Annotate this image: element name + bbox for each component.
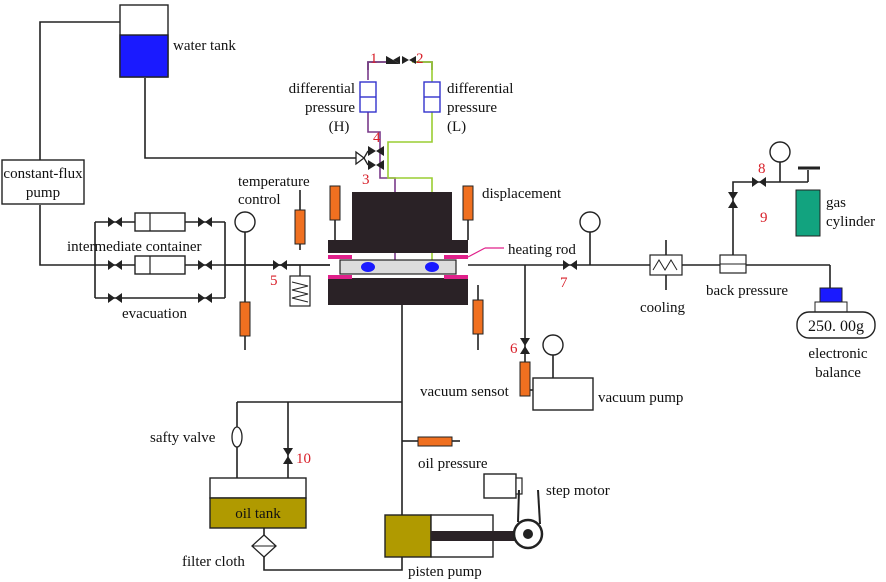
- vacuum-pump: vacuum pump: [532, 334, 683, 411]
- valve-1: 1: [370, 51, 400, 67]
- temperature-control: temperature control: [238, 174, 311, 307]
- vacuum-sensor: [519, 361, 531, 397]
- piston-pump-label: pisten pump: [408, 564, 482, 580]
- safety-valve-label: safty valve: [150, 430, 216, 446]
- intermediate-container-label: intermediate container: [67, 239, 202, 255]
- piston-pump: pisten pump: [384, 489, 544, 580]
- water-tank: water tank: [119, 4, 236, 78]
- water-tank-label: water tank: [173, 38, 236, 54]
- cooling-unit: cooling: [640, 240, 685, 316]
- dp-l-label-line3: (L): [447, 119, 466, 135]
- displacement-label: displacement: [482, 186, 562, 202]
- valve-2-number: 2: [416, 51, 424, 67]
- valve-5-number: 5: [270, 273, 278, 289]
- valve-7: 7: [560, 260, 577, 291]
- valve-10-number: 10: [296, 451, 311, 467]
- pipe-tank-to-pump: [39, 21, 120, 160]
- safety-valve: safty valve: [150, 426, 243, 448]
- gas-cylinder-label-line1: gas: [826, 195, 846, 211]
- dp-h-label-line3: (H): [329, 119, 350, 135]
- intermediate-container-upper: [134, 212, 186, 232]
- vacuum-sensor-label: vacuum sensot: [420, 384, 510, 400]
- valve-3-number: 3: [362, 172, 370, 188]
- heating-rod-label: heating rod: [508, 242, 576, 258]
- valve-3-4: 4 3: [355, 130, 384, 188]
- temperature-label-line1: temperature: [238, 174, 310, 190]
- balance-label-line2: balance: [815, 365, 861, 381]
- pipe-backpressure-gas: [732, 181, 808, 255]
- dp-h-label-line1: differential: [289, 81, 355, 97]
- oil-tank: oil tank: [209, 477, 307, 529]
- gas-gauge: [769, 141, 791, 163]
- left-sensor: [239, 301, 251, 337]
- displacement-sensor-left: [329, 185, 341, 221]
- oil-tank-label: oil tank: [235, 506, 281, 522]
- valve-10: 10: [283, 448, 311, 467]
- dp-l-label-line2: pressure: [447, 100, 497, 116]
- differential-pressure-l: differential pressure (L): [423, 81, 513, 135]
- pump-label-line2: pump: [26, 185, 60, 201]
- balance-label-line1: electronic: [808, 346, 867, 362]
- gas-cylinder: gas cylinder: [795, 166, 875, 237]
- gas-cylinder-label-line2: cylinder: [826, 214, 875, 230]
- pipe-filter-to-pump: [263, 553, 403, 571]
- dp-l-label-line1: differential: [447, 81, 513, 97]
- intermediate-container-lower: [134, 255, 186, 275]
- filter-cloth: filter cloth: [182, 534, 277, 570]
- filter-cloth-label: filter cloth: [182, 554, 245, 570]
- valve-4-number: 4: [373, 130, 381, 146]
- step-motor-label: step motor: [546, 483, 610, 499]
- temperature-label-line2: control: [238, 192, 281, 208]
- valve-8: 8: [752, 161, 766, 187]
- pipe-tank-to-valve: [144, 78, 362, 159]
- evacuation-label: evacuation: [122, 306, 187, 322]
- valve-2: 2: [402, 51, 424, 67]
- electronic-balance: 250. 00g electronic balance: [796, 287, 876, 381]
- balance-reading: 250. 00g: [808, 318, 864, 335]
- vacuum-pump-label: vacuum pump: [598, 390, 683, 406]
- displacement-sensor-right: [462, 185, 474, 221]
- back-pressure-label: back pressure: [706, 283, 788, 299]
- back-pressure-valve: back pressure: [706, 254, 788, 299]
- valve-7-number: 7: [560, 275, 568, 291]
- dp-h-label-line2: pressure: [305, 100, 355, 116]
- cooling-label: cooling: [640, 300, 685, 316]
- oil-pressure-label: oil pressure: [418, 456, 488, 472]
- valve-6-number: 6: [510, 341, 518, 357]
- lower-right-sensor: [472, 299, 484, 335]
- line-purple-dp-top: [367, 61, 392, 70]
- step-motor: step motor: [483, 473, 610, 499]
- valve-6: 6: [510, 338, 530, 357]
- valve-8-number: 8: [758, 161, 766, 177]
- valve-1-number: 1: [370, 51, 378, 67]
- constant-flux-pump: constant-flux pump: [1, 159, 85, 205]
- oil-pressure-sensor: oil pressure: [417, 436, 488, 472]
- valve-9: 9: [728, 192, 768, 226]
- valve-5: 5: [270, 260, 287, 289]
- container-valves: [108, 217, 212, 303]
- differential-pressure-h: differential pressure (H): [289, 81, 377, 135]
- left-pressure-gauge: [234, 211, 256, 233]
- valve-9-number: 9: [760, 210, 768, 226]
- core-holder: [328, 192, 504, 305]
- pump-label-line1: constant-flux: [3, 166, 83, 182]
- line-green-dp-top: [412, 61, 433, 70]
- right-pressure-gauge: [579, 211, 601, 233]
